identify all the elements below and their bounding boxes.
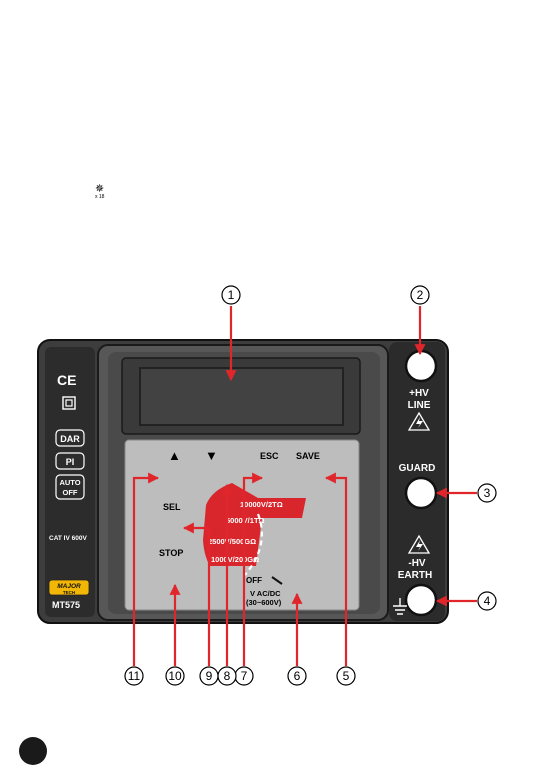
callout-11: 11 [125,667,143,685]
lcd-screen [140,368,343,425]
hv-line-terminal[interactable] [406,351,436,381]
callout-8-number: 8 [224,669,231,683]
up-button[interactable]: ▲ [168,448,181,463]
sel-button[interactable]: SEL [163,502,181,512]
small-mark-sub: x 18 [95,194,105,200]
model-label: MT575 [52,600,80,610]
brand-logo-line2: TECH [63,590,75,595]
dar-label: DAR [60,434,80,444]
callout-10: 10 [166,667,184,685]
hv-earth-label-1: -HV [408,558,426,569]
callout-11-number: 11 [128,669,141,683]
vac-line1: V AC/DC [250,589,281,598]
callout-8: 8 [218,667,236,685]
cat-rating: CAT IV 600V [49,535,87,542]
auto-label: AUTO [59,478,80,487]
callout-7-number: 7 [241,669,248,683]
range-10000v: 10000V/2TΩ [240,500,283,509]
callout-1: 1 [222,286,240,304]
callout-5-number: 5 [343,669,350,683]
guard-label: GUARD [399,463,436,474]
callout-2-number: 2 [417,288,424,302]
hv-line-label-1: +HV [409,388,429,399]
ce-mark: CE [57,372,76,388]
hv-earth-terminal[interactable] [406,585,436,615]
range-1000v: 1000V/200GΩ [211,555,259,564]
down-button[interactable]: ▼ [205,448,218,463]
callout-4: 4 [478,592,496,610]
brand-logo-line1: MAJOR [57,583,81,590]
save-button[interactable]: SAVE [296,451,320,461]
callout-5: 5 [337,667,355,685]
range-2500v: 2500V/500GΩ [208,537,256,546]
callout-3: 3 [478,484,496,502]
guard-terminal[interactable] [406,478,436,508]
hv-line-label-2: LINE [408,400,431,411]
callout-10-number: 10 [168,669,182,683]
hv-earth-label-2: EARTH [398,570,432,581]
pi-label: PI [66,457,75,467]
callout-3-number: 3 [484,486,491,500]
callout-6-number: 6 [294,669,301,683]
callout-6: 6 [288,667,306,685]
callout-7: 7 [235,667,253,685]
vac-line2: (30~600V) [246,598,282,607]
off-label: OFF [63,488,78,497]
page-marker [19,737,47,765]
off-position: OFF [246,576,262,585]
stop-button[interactable]: STOP [159,548,183,558]
callout-9: 9 [200,667,218,685]
esc-button[interactable]: ESC [260,451,279,461]
callout-1-number: 1 [228,288,235,302]
callout-9-number: 9 [206,669,213,683]
callout-2: 2 [411,286,429,304]
callout-4-number: 4 [484,594,491,608]
